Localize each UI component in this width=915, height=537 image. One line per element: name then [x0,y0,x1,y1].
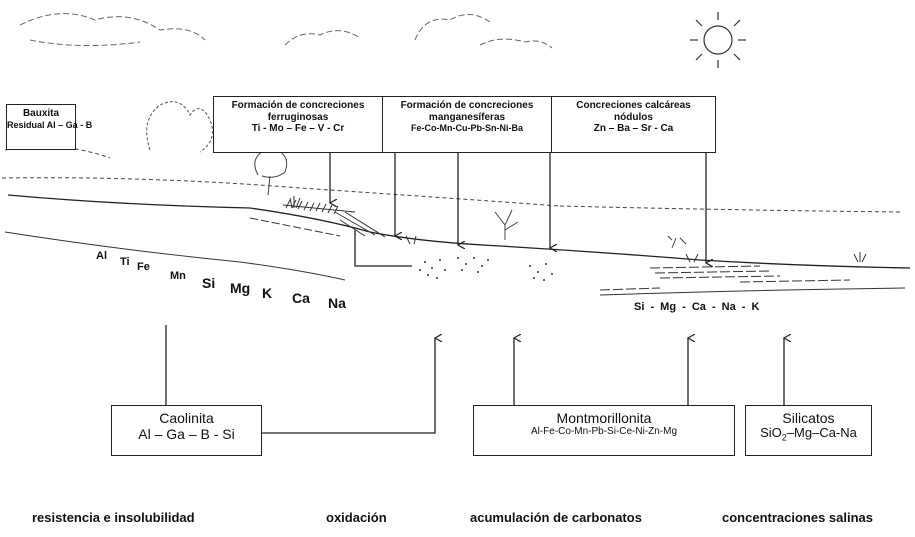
process-label-resistencia: resistencia e insolubilidad [32,510,195,525]
ferruginosas-box: Formación de concreciones ferruginosas T… [213,96,383,153]
box-line: manganesíferas [428,111,506,123]
element-label: Na [328,295,346,311]
element-label: Si [202,275,216,291]
crust-hatching [282,199,386,238]
box-line: Ti - Mo – Fe – V - Cr [251,123,345,134]
tree-icon [254,148,288,196]
cloud-icon [19,13,206,47]
element-label: Ca [292,290,310,306]
cloud-icon [284,30,361,46]
formula-part: SiO [760,425,782,441]
soil-line [4,231,346,281]
soil-line [249,217,341,237]
box-line: Zn – Ba – Sr - Ca [593,123,674,134]
box-line: Formación de concreciones [231,100,365,111]
silicatos-box: Silicatos SiO2–Mg–Ca-Na [745,405,872,456]
connector-arrows [330,153,706,266]
box-line: Fe-Co-Mn-Cu-Pb-Sn-Ni-Ba [411,123,523,133]
cloud-icon [414,14,553,49]
formula-subscript: 2 [781,432,787,443]
process-label-salinas: concentraciones salinas [722,510,874,525]
process-label-carbonatos: acumulación de carbonatos [470,510,642,525]
box-line: Formación de concreciones [400,100,534,111]
element-label: Ti [120,256,130,268]
calcareas-box: Concreciones calcáreas nódulos Zn – Ba –… [551,96,716,153]
box-title: Montmorillonita [556,410,652,426]
box-title: Caolinita [159,410,214,426]
grass-icon [289,196,867,263]
caolinita-box: Caolinita Al – Ga – B - Si [111,405,262,456]
element-label: Mg [230,280,251,296]
bottom-arrows [165,325,784,434]
element-label: Mn [170,270,186,282]
formula-part: –Mg–Ca-Na [786,425,857,441]
box-title: Silicatos [782,410,835,426]
ground-surface [7,194,911,269]
tree-icon [494,209,687,249]
element-label: Fe [137,261,150,273]
saline-layers [599,265,851,291]
element-label: K [262,285,273,301]
horizon-line [559,205,901,213]
box-formula: SiO2–Mg–Ca-Na [746,425,871,443]
horizon-line [1,177,561,207]
box-line: ferruginosas [267,111,329,123]
box-formula: Al-Fe-Co-Mn-Pb-Si-Ce-Ni-Zn-Mg [530,426,678,438]
bush-icon [146,101,213,153]
box-line: Bauxita [22,108,60,119]
saline-elements-row: Si - Mg - Ca - Na - K [634,301,760,313]
box-formula: Al – Ga – B - Si [138,426,235,443]
box-line: Concreciones calcáreas [576,100,691,111]
sun-icon [690,12,746,68]
box-line: nódulos [614,111,653,123]
manganesiferas-box: Formación de concreciones manganesíferas… [382,96,552,153]
montmorillonita-box: Montmorillonita Al-Fe-Co-Mn-Pb-Si-Ce-Ni-… [473,405,735,456]
box-line: Residual Al – Ga - B [7,119,93,130]
soil-line [599,287,906,296]
bauxita-box: Bauxita Residual Al – Ga - B [6,104,93,150]
concretion-dots [419,257,553,281]
process-label-oxidacion: oxidación [326,510,387,525]
element-label: Al [96,250,107,262]
